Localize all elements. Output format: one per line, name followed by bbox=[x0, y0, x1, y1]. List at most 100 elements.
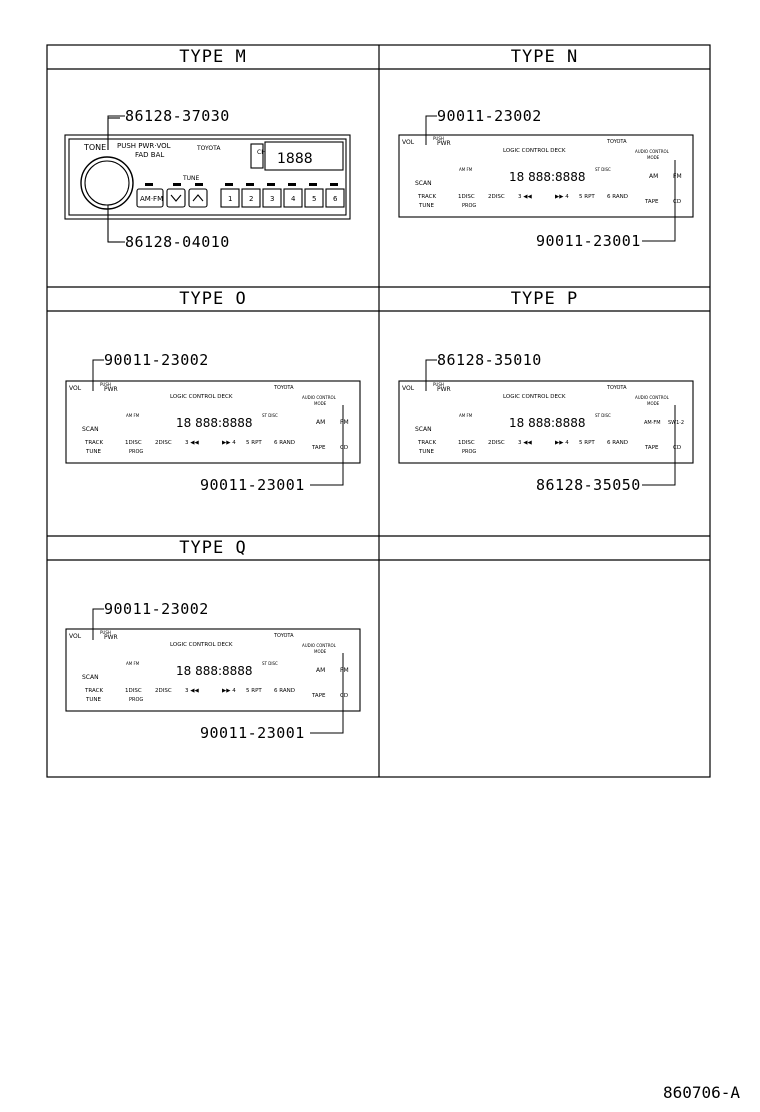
rand-label: 6 RAND bbox=[607, 440, 628, 446]
fm-button-label: FM bbox=[340, 419, 349, 426]
type-o-part-top: 90011-23002 bbox=[104, 351, 209, 369]
fm-button-label: FM bbox=[673, 173, 682, 180]
main-display: 18 888:8888 bbox=[509, 170, 586, 184]
audio-control-label: AUDIO CONTROL bbox=[635, 395, 670, 400]
brand-label: TOYOTA bbox=[273, 385, 294, 391]
am-fm-button-label: AM·FM bbox=[140, 195, 163, 203]
deck-label: LOGIC CONTROL DECK bbox=[170, 642, 233, 648]
push-pwr-vol-label: PUSH PWR·VOL bbox=[117, 142, 171, 150]
type-n-title: TYPE N bbox=[510, 47, 579, 67]
mode-label: MODE bbox=[314, 649, 327, 654]
rand-label: 6 RAND bbox=[607, 194, 628, 200]
deck-label: LOGIC CONTROL DECK bbox=[170, 394, 233, 400]
tune-label: TUNE bbox=[418, 449, 434, 455]
track-label: TRACK bbox=[84, 440, 103, 446]
vol-label: VOL bbox=[402, 139, 415, 146]
audio-control-label: AUDIO CONTROL bbox=[635, 149, 670, 154]
brand-label: TOYOTA bbox=[606, 385, 627, 391]
type-o-part-bottom: 90011-23001 bbox=[200, 476, 305, 494]
type-q-part-bottom: 90011-23001 bbox=[200, 724, 305, 742]
track-label: TRACK bbox=[417, 440, 436, 446]
type-m-title: TYPE M bbox=[179, 47, 247, 67]
rpt-label: 5 RPT bbox=[246, 440, 262, 446]
preset-5-label: 5 bbox=[312, 195, 316, 203]
type-q-part-top: 90011-23002 bbox=[104, 600, 209, 618]
tape-button-label: TAPE bbox=[644, 445, 659, 451]
disc1-label: 1DISC bbox=[125, 440, 142, 446]
sw-button-label: SW1·2 bbox=[668, 420, 684, 426]
ff-label: ▶▶ 4 bbox=[222, 688, 236, 694]
tape-button-label: TAPE bbox=[311, 445, 326, 451]
cd-button-label: CD bbox=[340, 445, 348, 451]
rpt-label: 5 RPT bbox=[579, 194, 595, 200]
push-label: PUSH bbox=[433, 136, 444, 141]
tune-label: TUNE bbox=[418, 203, 434, 209]
brand-label: TOYOTA bbox=[196, 145, 221, 152]
track-label: TRACK bbox=[84, 688, 103, 694]
st-disc-indicator: ST DISC bbox=[595, 413, 611, 418]
push-label: PUSH bbox=[433, 382, 444, 387]
main-display: 18 888:8888 bbox=[509, 416, 586, 430]
prog-label: PROG bbox=[462, 449, 476, 455]
rpt-label: 5 RPT bbox=[579, 440, 595, 446]
tune-label: TUNE bbox=[85, 449, 101, 455]
tape-button-label: TAPE bbox=[644, 199, 659, 205]
audio-control-label: AUDIO CONTROL bbox=[302, 643, 337, 648]
pwr-label: PWR bbox=[104, 386, 118, 393]
ff-label: ▶▶ 4 bbox=[555, 440, 569, 446]
mode-label: MODE bbox=[647, 155, 660, 160]
scan-button-label: SCAN bbox=[82, 426, 99, 433]
preset-1-label: 1 bbox=[228, 195, 232, 203]
rand-label: 6 RAND bbox=[274, 440, 295, 446]
main-display: 18 888:8888 bbox=[176, 416, 253, 430]
am-fm-button-label: AM·FM bbox=[644, 420, 661, 426]
st-disc-indicator: ST DISC bbox=[262, 413, 278, 418]
ff-label: ▶▶ 4 bbox=[222, 440, 236, 446]
frequency-display: 1888 bbox=[277, 151, 313, 167]
disc2-label: 2DISC bbox=[155, 440, 172, 446]
diagram-id: 860706-A bbox=[662, 1083, 740, 1102]
track-label: TRACK bbox=[417, 194, 436, 200]
disc2-label: 2DISC bbox=[488, 194, 505, 200]
am-button-label: AM bbox=[316, 419, 325, 426]
prog-label: PROG bbox=[129, 697, 143, 703]
type-m-part-top: 86128-37030 bbox=[125, 107, 230, 125]
disc1-label: 1DISC bbox=[458, 440, 475, 446]
cd-button-label: CD bbox=[673, 199, 681, 205]
ff-label: ▶▶ 4 bbox=[555, 194, 569, 200]
deck-label: LOGIC CONTROL DECK bbox=[503, 148, 566, 154]
rewind-label: 3 ◀◀ bbox=[185, 688, 199, 694]
preset-4-label: 4 bbox=[291, 195, 296, 203]
disc2-label: 2DISC bbox=[155, 688, 172, 694]
vol-label: VOL bbox=[402, 385, 415, 392]
scan-button-label: SCAN bbox=[415, 426, 432, 433]
vol-label: VOL bbox=[69, 385, 82, 392]
tape-button-label: TAPE bbox=[311, 693, 326, 699]
rewind-label: 3 ◀◀ bbox=[518, 440, 532, 446]
pwr-label: PWR bbox=[104, 634, 118, 641]
band-indicator: AM FM bbox=[126, 661, 140, 666]
scan-button-label: SCAN bbox=[415, 180, 432, 187]
type-n-part-bottom: 90011-23001 bbox=[536, 232, 641, 250]
rewind-label: 3 ◀◀ bbox=[518, 194, 532, 200]
deck-label: LOGIC CONTROL DECK bbox=[503, 394, 566, 400]
band-indicator: AM FM bbox=[459, 167, 473, 172]
type-o-title: TYPE O bbox=[179, 289, 247, 309]
type-q-title: TYPE Q bbox=[179, 538, 247, 558]
rewind-label: 3 ◀◀ bbox=[185, 440, 199, 446]
band-indicator: AM FM bbox=[459, 413, 473, 418]
am-button-label: AM bbox=[649, 173, 658, 180]
tune-label: TUNE bbox=[182, 175, 200, 182]
preset-6-label: 6 bbox=[333, 195, 338, 203]
push-label: PUSH bbox=[100, 630, 111, 635]
type-p-title: TYPE P bbox=[510, 289, 579, 309]
vol-label: VOL bbox=[69, 633, 82, 640]
preset-2-label: 2 bbox=[249, 195, 253, 203]
prog-label: PROG bbox=[129, 449, 143, 455]
type-m-part-bottom: 86128-04010 bbox=[125, 233, 230, 251]
st-disc-indicator: ST DISC bbox=[595, 167, 611, 172]
